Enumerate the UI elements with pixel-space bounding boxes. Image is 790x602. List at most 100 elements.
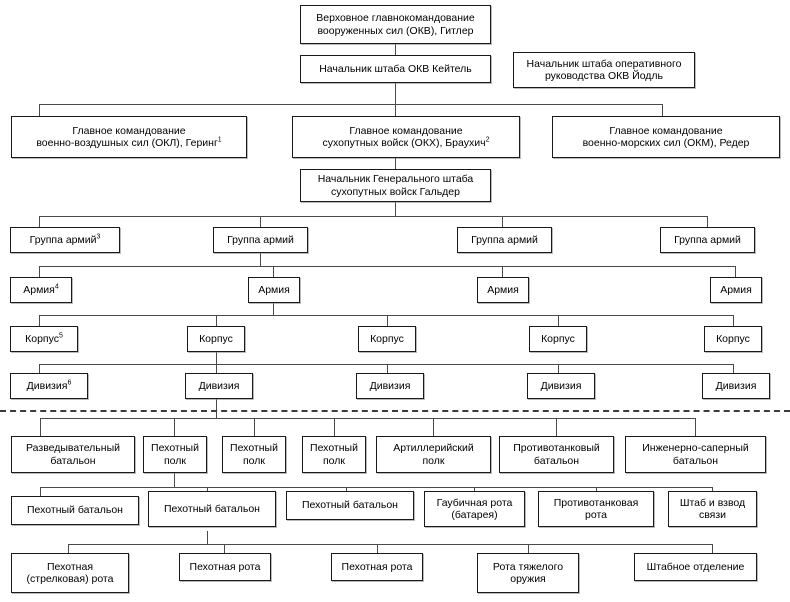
division-level-divider bbox=[0, 410, 790, 412]
node-okl-label: Главное командование военно-воздушных си… bbox=[36, 124, 222, 149]
node-antitank-battalion[interactable]: Противотанковый батальон bbox=[499, 436, 614, 473]
connector-halder-down bbox=[395, 202, 396, 216]
bus-battalions bbox=[40, 487, 712, 488]
node-division-footnote: 6 bbox=[67, 379, 72, 387]
bus-army-groups bbox=[39, 216, 707, 217]
connector-bus-company-1 bbox=[68, 544, 69, 553]
node-corps-4[interactable]: Корпус bbox=[529, 326, 587, 352]
connector-bus-armygroup-3 bbox=[502, 216, 503, 227]
node-infantry-regiment-2-label: Пехотный полк bbox=[230, 442, 278, 467]
node-okw[interactable]: Верховное главнокомандование вооруженных… bbox=[300, 5, 491, 44]
connector-bus-regiment-6 bbox=[556, 418, 557, 436]
connector-bus-regiment-2 bbox=[174, 418, 175, 436]
node-army-4[interactable]: Армия bbox=[710, 277, 762, 303]
node-corps-4-label: Корпус bbox=[541, 332, 575, 345]
node-halder-label: Начальник Генерального штаба сухопутных … bbox=[317, 173, 474, 198]
node-antitank-company[interactable]: Противотанковая рота bbox=[538, 491, 654, 527]
connector-bus-army-1 bbox=[39, 266, 40, 277]
connector-bus-company-5 bbox=[712, 544, 713, 553]
node-jodl-label: Начальник штаба оперативного руководства… bbox=[526, 57, 682, 82]
node-recon-battalion[interactable]: Разведывательный батальон bbox=[11, 436, 135, 473]
node-jodl[interactable]: Начальник штаба оперативного руководства… bbox=[513, 52, 695, 88]
node-infantry-company-full[interactable]: Пехотная (стрелковая) рота bbox=[11, 553, 129, 593]
node-corps-5[interactable]: Корпус bbox=[704, 326, 762, 352]
connector-bus-army-3 bbox=[502, 266, 503, 277]
node-army-group-footnote: 3 bbox=[96, 233, 101, 241]
node-army-3[interactable]: Армия bbox=[477, 277, 529, 303]
node-army-group-4[interactable]: Группа армий bbox=[660, 227, 755, 253]
connector-bus-division-1 bbox=[39, 364, 40, 373]
node-corps-3-label: Корпус bbox=[370, 332, 404, 345]
node-division-4[interactable]: Дивизия bbox=[527, 373, 595, 399]
node-infantry-regiment-1[interactable]: Пехотный полк bbox=[143, 436, 207, 473]
node-infantry-battalion-2[interactable]: Пехотный батальон bbox=[148, 491, 276, 527]
connector-bus-armygroup-1 bbox=[39, 216, 40, 227]
node-okm[interactable]: Главное командование военно-морских сил … bbox=[552, 116, 780, 158]
connector-army2-down bbox=[273, 303, 274, 315]
node-army-group-1[interactable]: Группа армий3 bbox=[10, 227, 120, 253]
connector-bus-army-2 bbox=[273, 266, 274, 277]
node-staff-signals[interactable]: Штаб и взвод связи bbox=[668, 491, 757, 527]
connector-bus-regiment-3 bbox=[254, 418, 255, 436]
connector-bus-regiment-5 bbox=[433, 418, 434, 436]
node-corps-5-label: Корпус bbox=[716, 332, 750, 345]
node-division-2[interactable]: Дивизия bbox=[185, 373, 253, 399]
node-infantry-company-full-label: Пехотная (стрелковая) рота bbox=[26, 560, 114, 585]
connector-bus-division-4 bbox=[558, 364, 559, 373]
node-army-group-4-label: Группа армий bbox=[674, 233, 741, 246]
connector-bus-army-4 bbox=[735, 266, 736, 277]
node-howitzer-company[interactable]: Гаубичная рота (батарея) bbox=[424, 491, 525, 527]
connector-bus-battalion-1 bbox=[40, 487, 41, 496]
node-infantry-battalion-2-label: Пехотный батальон bbox=[164, 502, 260, 515]
node-staff-signals-label: Штаб и взвод связи bbox=[679, 496, 746, 521]
node-infantry-battalion-3-label: Пехотный батальон bbox=[302, 499, 398, 512]
node-army-group-1-label: Группа армий3 bbox=[29, 233, 101, 246]
node-army-1[interactable]: Армия4 bbox=[10, 277, 72, 303]
node-division-5[interactable]: Дивизия bbox=[702, 373, 770, 399]
node-army-2[interactable]: Армия bbox=[248, 277, 300, 303]
bus-armies bbox=[39, 266, 735, 267]
node-okh-label: Главное командование сухопутных войск (О… bbox=[322, 124, 490, 149]
connector-bus-division-5 bbox=[733, 364, 734, 373]
node-infantry-regiment-2[interactable]: Пехотный полк bbox=[222, 436, 286, 473]
node-infantry-regiment-1-label: Пехотный полк bbox=[151, 442, 199, 467]
node-artillery-regiment[interactable]: Артиллерийский полк bbox=[376, 436, 491, 473]
node-staff-section[interactable]: Штабное отделение bbox=[634, 553, 757, 581]
node-corps-3[interactable]: Корпус bbox=[358, 326, 416, 352]
node-okh[interactable]: Главное командование сухопутных войск (О… bbox=[292, 116, 520, 158]
bus-companies bbox=[68, 544, 712, 545]
node-infantry-battalion-3[interactable]: Пехотный батальон bbox=[286, 491, 414, 520]
node-army-group-3[interactable]: Группа армий bbox=[457, 227, 552, 253]
node-infantry-battalion-1[interactable]: Пехотный батальон bbox=[11, 496, 139, 525]
node-engineer-battalion[interactable]: Инженерно-саперный батальон bbox=[625, 436, 766, 473]
node-corps-2-label: Корпус bbox=[199, 332, 233, 345]
node-keitel[interactable]: Начальник штаба ОКВ Кейтель bbox=[300, 55, 491, 83]
connector-regiment2-down bbox=[174, 473, 175, 487]
connector-bus-corps-5 bbox=[733, 315, 734, 326]
node-division-1[interactable]: Дивизия6 bbox=[10, 373, 88, 399]
node-heavy-weapons-company[interactable]: Рота тяжелого оружия bbox=[477, 553, 579, 593]
node-okm-label: Главное командование военно-морских сил … bbox=[582, 124, 750, 149]
bus-corps bbox=[39, 315, 733, 316]
node-infantry-company-2[interactable]: Пехотная рота bbox=[331, 553, 423, 581]
node-corps-1[interactable]: Корпус5 bbox=[10, 326, 78, 352]
node-halder[interactable]: Начальник Генерального штаба сухопутных … bbox=[300, 169, 491, 202]
connector-corps2-down bbox=[216, 352, 217, 364]
node-division-2-label: Дивизия bbox=[198, 379, 240, 392]
node-okl[interactable]: Главное командование военно-воздушных си… bbox=[11, 116, 247, 158]
node-infantry-company-1[interactable]: Пехотная рота bbox=[179, 553, 271, 581]
node-okw-label: Верховное главнокомандование вооруженных… bbox=[316, 12, 475, 37]
node-division-3-label: Дивизия bbox=[369, 379, 411, 392]
connector-bus-okm bbox=[662, 104, 663, 116]
connector-bus-division-2 bbox=[216, 364, 217, 373]
node-antitank-company-label: Противотанковая рота bbox=[553, 496, 639, 521]
connector-bus-regiment-4 bbox=[334, 418, 335, 436]
node-army-group-2[interactable]: Группа армий bbox=[213, 227, 308, 253]
node-division-3[interactable]: Дивизия bbox=[356, 373, 424, 399]
node-division-1-label: Дивизия6 bbox=[26, 379, 72, 392]
node-howitzer-company-label: Гаубичная рота (батарея) bbox=[436, 496, 513, 521]
node-okh-footnote: 2 bbox=[485, 136, 490, 144]
node-infantry-regiment-3[interactable]: Пехотный полк bbox=[302, 436, 366, 473]
node-corps-2[interactable]: Корпус bbox=[187, 326, 245, 352]
